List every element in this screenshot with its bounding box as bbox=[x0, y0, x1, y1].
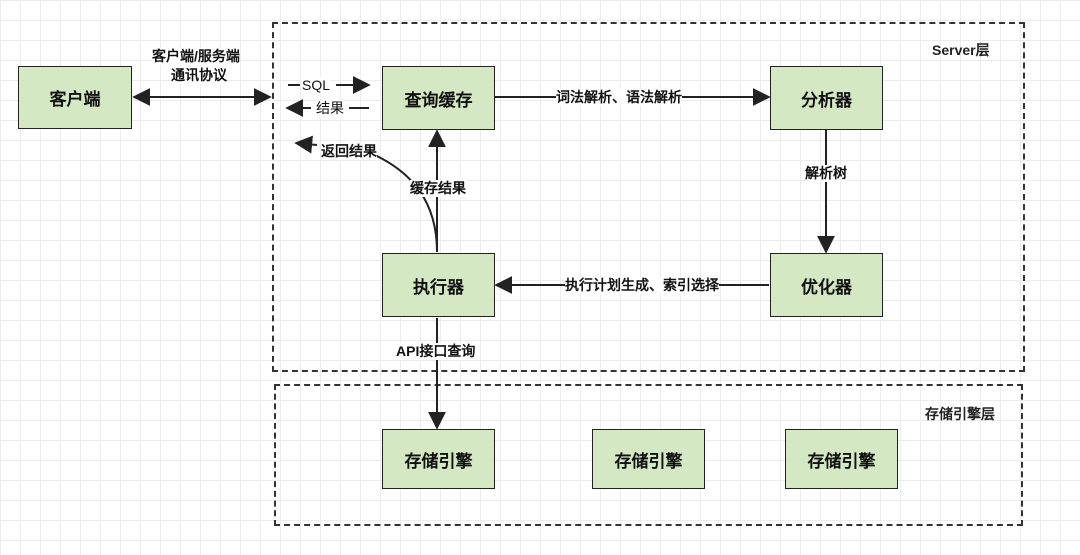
api-query-label: API接口查询 bbox=[396, 343, 476, 360]
storage-engine-layer-zone bbox=[274, 384, 1023, 526]
storage-engine-layer-label: 存储引擎层 bbox=[925, 406, 995, 422]
client-server-label-line1: 客户端/服务端 bbox=[152, 48, 240, 65]
cache-result-label: 缓存结果 bbox=[410, 180, 466, 197]
return-result-arrow bbox=[294, 135, 318, 154]
parse-tree-label: 解析树 bbox=[805, 165, 847, 182]
lexical-syntax-parsing-label: 词法解析、语法解析 bbox=[556, 89, 682, 106]
storage-engine-node-1: 存储引擎 bbox=[382, 429, 495, 489]
analyzer-node: 分析器 bbox=[770, 66, 883, 130]
server-layer-label: Server层 bbox=[932, 42, 990, 58]
return-result-label: 返回结果 bbox=[321, 143, 377, 160]
sql-label: SQL bbox=[302, 77, 331, 94]
optimizer-node: 优化器 bbox=[770, 253, 883, 317]
storage-engine-node-2: 存储引擎 bbox=[592, 429, 705, 489]
return-result-curve bbox=[351, 145, 438, 253]
query-cache-node: 查询缓存 bbox=[382, 66, 495, 130]
plan-generation-index-selection-label: 执行计划生成、索引选择 bbox=[565, 277, 719, 294]
server-layer-zone bbox=[272, 22, 1025, 372]
executor-node: 执行器 bbox=[382, 253, 495, 317]
client-node: 客户端 bbox=[18, 66, 132, 129]
client-server-label-line2: 通讯协议 bbox=[171, 67, 227, 84]
storage-engine-node-3: 存储引擎 bbox=[785, 429, 898, 489]
result-label: 结果 bbox=[316, 100, 344, 117]
